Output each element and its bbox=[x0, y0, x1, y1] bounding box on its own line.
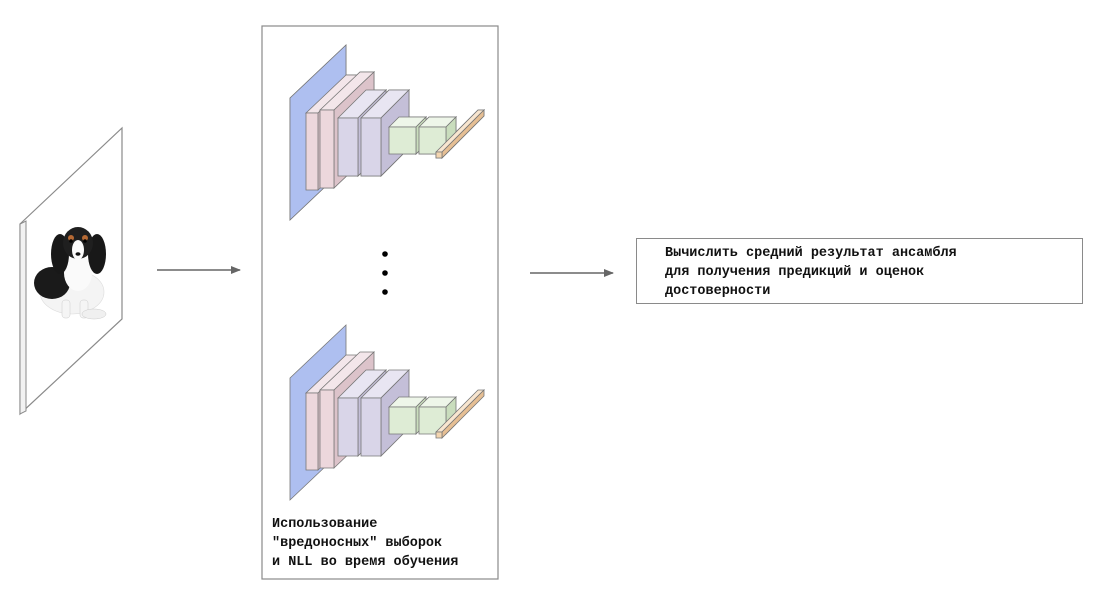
ensemble-caption-line-3: и NLL во время обучения bbox=[272, 555, 459, 570]
ensemble-caption: Использование "вредоносных" выборок и NL… bbox=[272, 515, 497, 572]
ensemble-caption-line-1: Использование bbox=[272, 517, 378, 532]
input-image bbox=[19, 126, 123, 416]
vertical-ellipsis-icon bbox=[382, 251, 388, 295]
dog-photo-icon bbox=[34, 227, 107, 320]
result-line-2: для получения предикций и оценок bbox=[665, 265, 925, 280]
ensemble-caption-line-2: "вредоносных" выборок bbox=[272, 536, 443, 551]
result-text: Вычислить средний результат ансамбля для… bbox=[665, 244, 957, 301]
result-box: Вычислить средний результат ансамбля для… bbox=[636, 238, 1083, 304]
result-line-1: Вычислить средний результат ансамбля bbox=[665, 246, 957, 261]
result-line-3: достоверности bbox=[665, 284, 771, 299]
